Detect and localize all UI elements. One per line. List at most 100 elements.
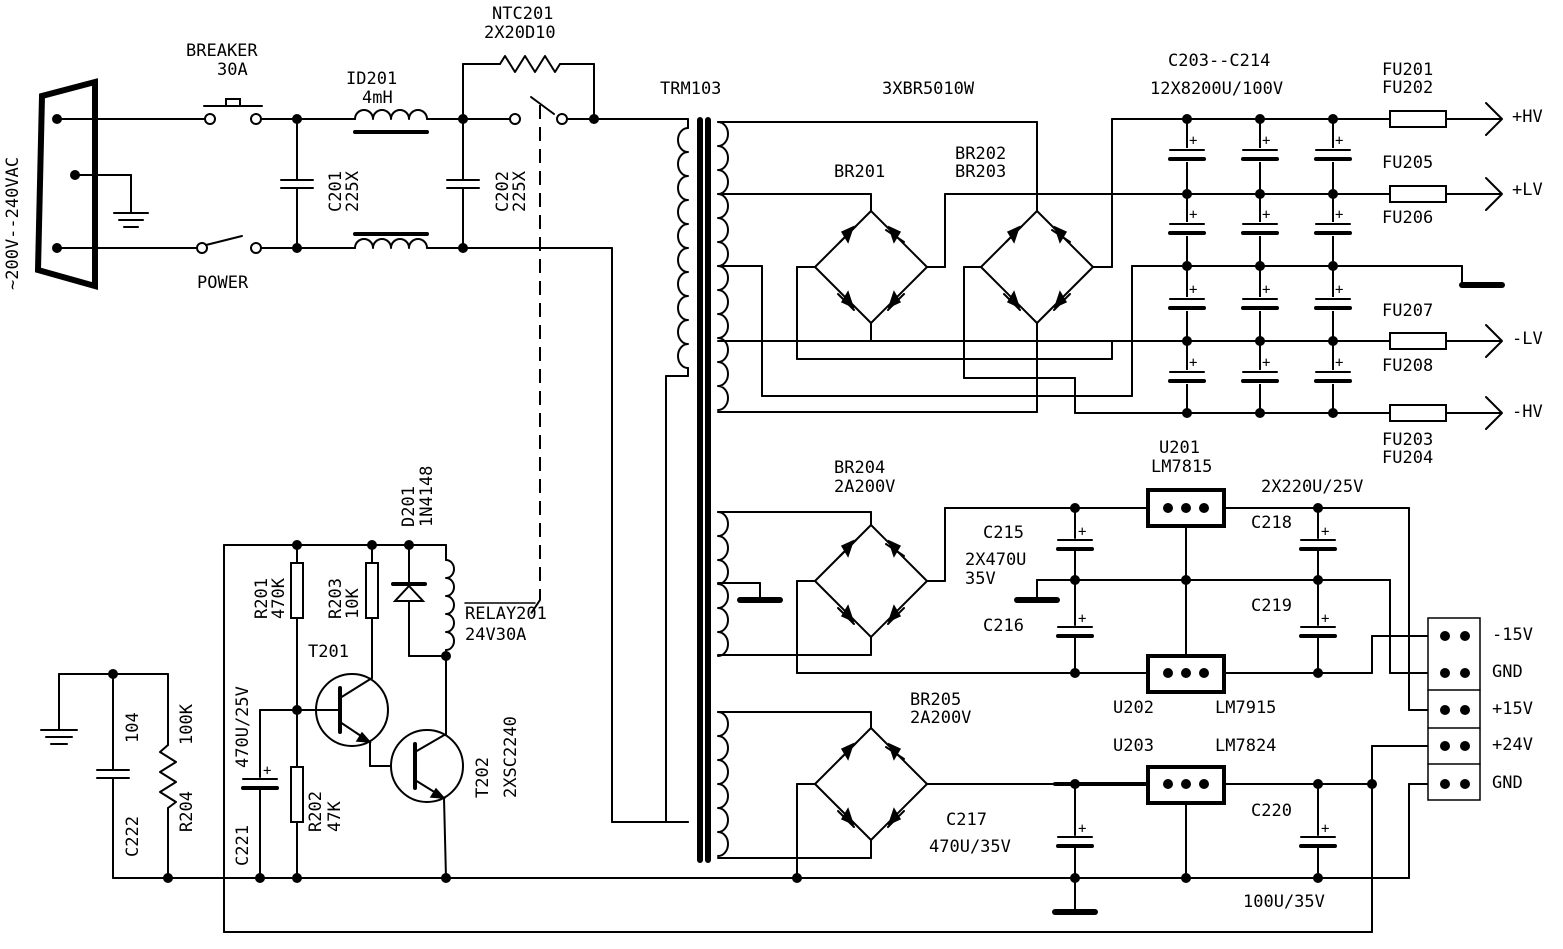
br202-label: BR202 bbox=[955, 144, 1006, 164]
relay201-label: RELAY201 bbox=[465, 604, 547, 624]
relay201-coil bbox=[445, 544, 455, 657]
r203-value: 10K bbox=[343, 588, 363, 619]
c220-value: 100U/35V bbox=[1243, 892, 1325, 912]
terminal-p15: +15V bbox=[1492, 699, 1533, 719]
input-voltage-label: ~200V--240VAC bbox=[3, 157, 23, 290]
c222-value: 104 bbox=[123, 712, 143, 743]
transistor-t201 bbox=[296, 673, 416, 767]
svg-text:+: + bbox=[1189, 133, 1197, 149]
u203-label: U203 bbox=[1113, 736, 1154, 756]
terminal-m15: -15V bbox=[1492, 625, 1533, 645]
lm7815-label: LM7815 bbox=[1151, 457, 1212, 477]
r202-value: 47K bbox=[325, 801, 345, 832]
svg-text:+: + bbox=[1335, 133, 1343, 149]
bridge-br205 bbox=[814, 727, 928, 841]
breaker-switch bbox=[203, 98, 263, 125]
choke-id201 bbox=[353, 109, 429, 249]
c215-216-voltage: 35V bbox=[965, 569, 996, 589]
svg-text:+: + bbox=[1262, 133, 1270, 149]
t202-value: 2XSC2240 bbox=[501, 716, 521, 798]
svg-text:+: + bbox=[1335, 355, 1343, 371]
ntc201-thermistor bbox=[462, 55, 595, 120]
br203-label: BR203 bbox=[955, 162, 1006, 182]
out-hv-neg: -HV bbox=[1512, 402, 1543, 422]
c215-label: C215 bbox=[983, 523, 1024, 543]
lm7915-label: LM7915 bbox=[1215, 698, 1276, 718]
fu206-label: FU206 bbox=[1382, 208, 1433, 228]
capacitor-c201 bbox=[280, 118, 314, 249]
svg-text:+: + bbox=[1189, 282, 1197, 298]
breaker-value: 30A bbox=[217, 60, 248, 80]
svg-text:+: + bbox=[1262, 207, 1270, 223]
c221-label: C221 bbox=[233, 825, 253, 866]
r203-label: R203 bbox=[326, 578, 346, 619]
r202-label: R202 bbox=[306, 791, 326, 832]
fu208-label: FU208 bbox=[1382, 356, 1433, 376]
br205-label: BR205 bbox=[910, 690, 961, 710]
u201-label: U201 bbox=[1159, 438, 1200, 458]
c215-216-value: 2X470U bbox=[965, 550, 1026, 570]
ntc201-value: 2X20D10 bbox=[484, 23, 556, 43]
resistor-r201 bbox=[290, 544, 304, 768]
c202-label: C202 bbox=[493, 171, 513, 212]
bridge-br201 bbox=[814, 210, 928, 324]
bridge-br204 bbox=[814, 524, 928, 638]
capacitors-c218-c219 bbox=[1299, 507, 1337, 674]
r204-label: R204 bbox=[177, 791, 197, 832]
capacitor-c202 bbox=[446, 118, 480, 249]
c201-value: 225X bbox=[343, 170, 363, 212]
c221-plus: + bbox=[263, 763, 271, 779]
svg-text:+: + bbox=[1262, 355, 1270, 371]
regulator-u201 bbox=[1146, 488, 1226, 528]
c201-label: C201 bbox=[326, 171, 346, 212]
fu202-label: FU202 bbox=[1382, 78, 1433, 98]
out-lv-pos: +LV bbox=[1512, 180, 1543, 200]
ntc201-label: NTC201 bbox=[492, 4, 553, 24]
resistor-r203 bbox=[365, 544, 379, 679]
c215-plus: + bbox=[1078, 524, 1086, 540]
svg-text:+: + bbox=[1335, 282, 1343, 298]
bridge-br202 bbox=[980, 210, 1094, 324]
capacitors-c215-c216 bbox=[1056, 507, 1094, 674]
terminal-p24: +24V bbox=[1492, 735, 1533, 755]
terminal-gnd2: GND bbox=[1492, 773, 1523, 793]
c203-c214-value: 12X8200U/100V bbox=[1150, 79, 1283, 99]
transistor-t202 bbox=[390, 655, 464, 879]
relay201-value: 24V30A bbox=[465, 625, 526, 645]
r201-value: 470K bbox=[269, 577, 289, 619]
fu207-label: FU207 bbox=[1382, 301, 1433, 321]
c217-plus: + bbox=[1078, 821, 1086, 837]
c216-label: C216 bbox=[983, 616, 1024, 636]
capacitor-c217 bbox=[1052, 783, 1098, 915]
c222-label: C222 bbox=[123, 816, 143, 857]
c217-value: 470U/35V bbox=[929, 837, 1011, 857]
t201-label: T201 bbox=[308, 642, 349, 662]
id201-value: 4mH bbox=[362, 88, 393, 108]
t202-label: T202 bbox=[473, 757, 493, 798]
c203-c214-label: C203--C214 bbox=[1168, 51, 1270, 71]
c220-plus: + bbox=[1321, 821, 1329, 837]
bank-plus-signs: + + + + + + + + + + + + bbox=[1189, 133, 1343, 371]
br-main-label: 3XBR5010W bbox=[882, 79, 975, 99]
c217-label: C217 bbox=[946, 810, 987, 830]
fu204-label: FU204 bbox=[1382, 448, 1433, 468]
transformer-trm103 bbox=[665, 117, 729, 863]
bank-junctions bbox=[1182, 114, 1338, 418]
fu201-label: FU201 bbox=[1382, 60, 1433, 80]
d201-value: 1N4148 bbox=[417, 466, 437, 527]
br205-value: 2A200V bbox=[910, 708, 971, 728]
power-label: POWER bbox=[197, 273, 249, 293]
terminal-block bbox=[1427, 617, 1481, 801]
trm103-label: TRM103 bbox=[660, 79, 721, 99]
fu205-label: FU205 bbox=[1382, 153, 1433, 173]
diode-d201 bbox=[391, 544, 447, 657]
resistor-r204 bbox=[159, 673, 177, 879]
capacitor-c222 bbox=[96, 673, 130, 879]
svg-text:+: + bbox=[1189, 207, 1197, 223]
bank-capacitors bbox=[1168, 148, 1352, 384]
br204-value: 2A200V bbox=[834, 477, 895, 497]
lm7824-label: LM7824 bbox=[1215, 736, 1276, 756]
c220-label: C220 bbox=[1251, 801, 1292, 821]
out-lv-neg: -LV bbox=[1512, 329, 1543, 349]
